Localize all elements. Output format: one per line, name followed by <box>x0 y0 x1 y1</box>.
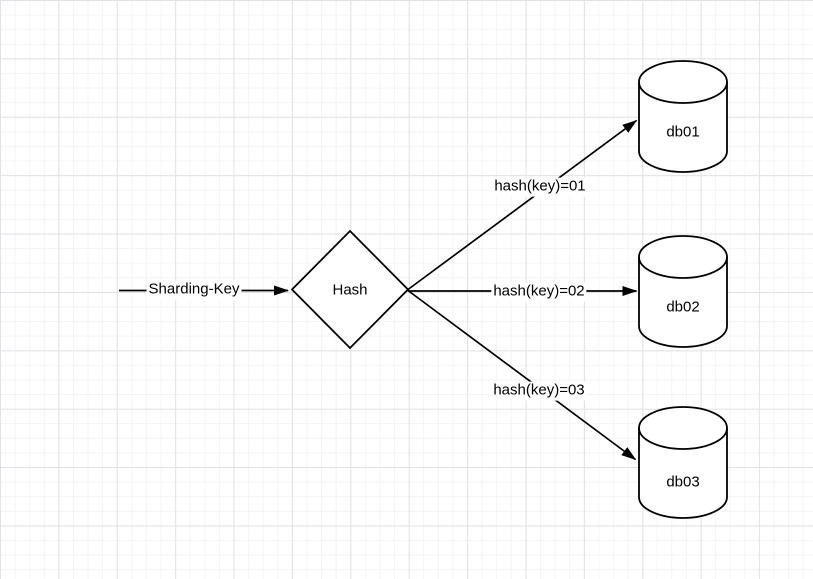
sharding-key-label[interactable]: Sharding-Key <box>146 280 242 300</box>
edge-hash-to-db03[interactable] <box>407 289 637 461</box>
db03-cylinder-top <box>638 406 728 450</box>
db02-label: db02 <box>666 298 700 316</box>
db01-cylinder-body <box>638 82 728 173</box>
db01-cylinder-shape[interactable] <box>638 60 728 173</box>
edge-label-hash-key-03[interactable]: hash(key)=03 <box>491 381 587 401</box>
edge-label-hash-key-02[interactable]: hash(key)=02 <box>491 282 587 302</box>
hash-node-label: Hash <box>332 281 368 299</box>
edge-hash-to-db01[interactable] <box>407 119 638 291</box>
db03-cylinder-body <box>638 428 728 519</box>
db02-cylinder-body <box>638 257 728 348</box>
db01-label: db01 <box>666 123 700 141</box>
db02-cylinder-top <box>638 235 728 279</box>
edge-label-hash-key-01[interactable]: hash(key)=01 <box>492 177 588 197</box>
db02-cylinder-shape[interactable] <box>638 235 728 348</box>
db03-cylinder-shape[interactable] <box>638 406 728 519</box>
db03-label: db03 <box>666 473 700 491</box>
db01-cylinder-top <box>638 60 728 104</box>
hash-diamond-shape[interactable] <box>290 229 410 350</box>
